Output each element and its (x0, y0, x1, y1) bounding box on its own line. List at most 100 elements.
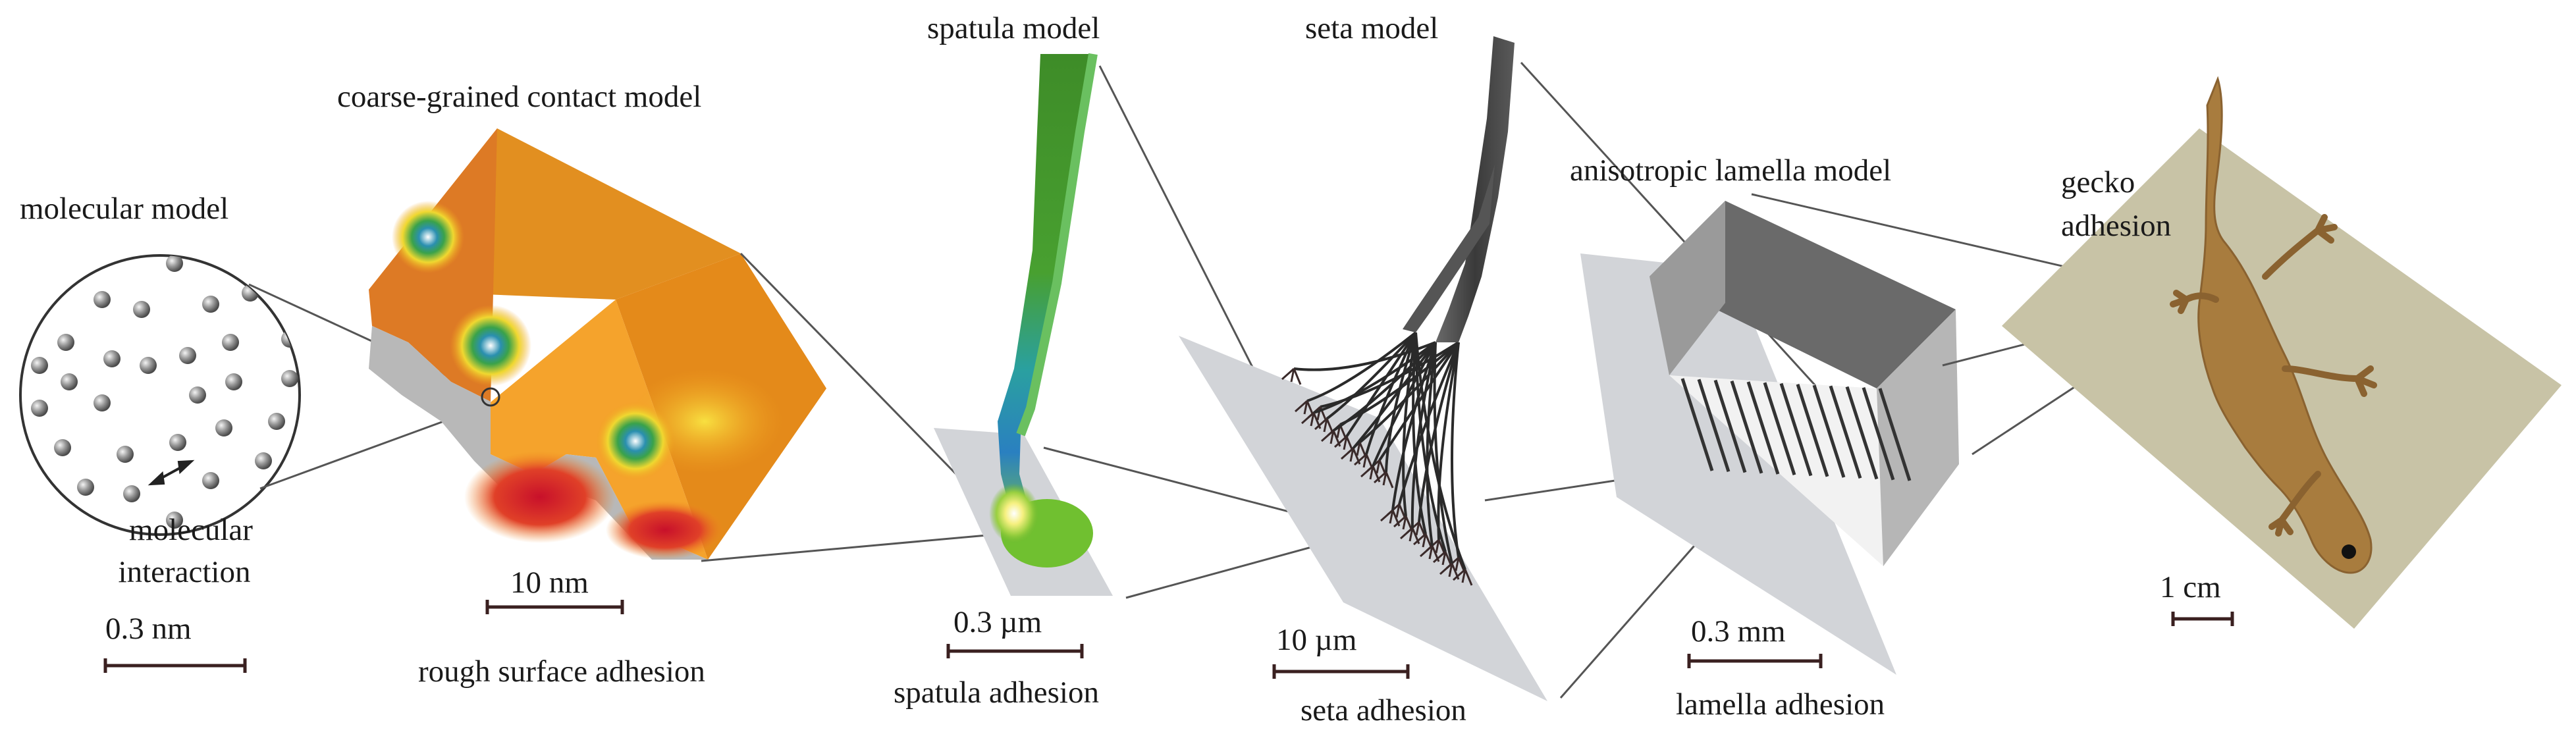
lamella-stripe (1746, 381, 1780, 475)
label-lamella-adhesion: lamella adhesion (1676, 687, 1885, 722)
atom (61, 373, 78, 390)
seta-fibril (1372, 342, 1437, 467)
lamella-stripe (1862, 386, 1895, 481)
lamella-stripe (1680, 378, 1714, 471)
lamella-stripe (1763, 382, 1796, 476)
scale-label-gecko: 1 cm (2160, 570, 2221, 604)
atom (189, 386, 206, 404)
seta-fibril (1433, 342, 1453, 564)
spatula-tip (1413, 533, 1426, 546)
lamella-stripe (1829, 385, 1862, 479)
atom (31, 400, 48, 417)
atom (179, 347, 196, 364)
molecular-circle (19, 254, 301, 536)
spatula-tip (1389, 510, 1394, 524)
label-coarse-grained: coarse-grained contact model (337, 80, 702, 114)
seta-stalk (1436, 36, 1515, 342)
spatula-tip (1334, 435, 1347, 448)
spatula-tip (1290, 368, 1295, 383)
spatula-tip (1349, 448, 1355, 462)
atom (261, 492, 279, 509)
label-seta-model: seta model (1305, 11, 1439, 45)
seta-fibril (1414, 332, 1466, 570)
spatula-tip (1295, 400, 1308, 413)
spatula-tip (1314, 417, 1328, 431)
atom (166, 255, 183, 272)
lamella-stripe (1796, 383, 1829, 477)
lamella-stripes (1680, 378, 1912, 481)
spatula-tip (1461, 569, 1466, 583)
coarse-front-face (487, 300, 708, 560)
atom (225, 373, 242, 390)
seta-fibril (1410, 342, 1437, 529)
label-rough-surface: rough surface adhesion (418, 654, 705, 689)
lamella-stripe (1713, 379, 1747, 473)
gecko-eye (2342, 544, 2356, 559)
label-lamella-model: anisotropic lamella model (1570, 153, 1892, 188)
gecko-panel (2002, 76, 2562, 629)
lamella-stripe (1697, 379, 1731, 473)
seta-plane (1179, 336, 1547, 701)
scalebar-coarse (485, 600, 624, 614)
scale-label-spatula: 0.3 µm (953, 605, 1042, 639)
seta-fibril (1332, 341, 1437, 432)
label-molecular-model: molecular model (20, 192, 229, 226)
spatula-tip (1422, 533, 1427, 548)
spatula-tip (1362, 454, 1368, 468)
atom (140, 357, 157, 374)
spatula-tip (1360, 465, 1374, 478)
seta-fibril (1451, 342, 1460, 558)
scale-label-seta: 10 µm (1276, 623, 1357, 657)
atom (103, 350, 121, 367)
spatula-tip (1374, 471, 1387, 484)
coarse-grained-panel (369, 128, 1002, 562)
atom (202, 296, 219, 313)
atom (281, 370, 298, 387)
spatula-tip (1323, 418, 1328, 433)
spatula-tip (1400, 527, 1413, 540)
spatula-tip (1356, 442, 1361, 456)
atom (31, 357, 48, 374)
seta-stalk-2 (1403, 165, 1495, 332)
lamella-stripe (1730, 380, 1763, 474)
atom (94, 291, 111, 308)
label-molecular-interaction-line2: interaction (118, 555, 251, 589)
lamella-stripe (1845, 386, 1879, 480)
seta-fibril (1414, 332, 1447, 552)
atom (255, 452, 272, 469)
seta-fibril (1365, 332, 1417, 455)
atom (117, 446, 134, 463)
spatula-tip (1455, 557, 1460, 571)
coarse-red-spot (464, 451, 616, 543)
label-gecko-line2: adhesion (2061, 209, 2172, 243)
spatula-tip (1382, 471, 1387, 486)
spatula-tip (1310, 412, 1315, 427)
atom (54, 439, 71, 456)
label-gecko-line1: gecko (2061, 165, 2135, 199)
spatula-tip (1385, 471, 1394, 489)
lamella-top-face (1650, 201, 1956, 388)
spatula-edge (1016, 53, 1098, 436)
label-spatula-model: spatula model (927, 11, 1100, 45)
spatula-tip (1439, 562, 1453, 575)
seta-fibril (1385, 332, 1417, 473)
scale-label-lamella: 0.3 mm (1691, 614, 1786, 648)
lamella-panel (1580, 193, 2203, 675)
spatula-tip (1343, 436, 1348, 450)
seta-fibril (1345, 331, 1417, 438)
label-seta-adhesion: seta adhesion (1301, 693, 1466, 727)
scalebar-molecular (103, 658, 247, 673)
spatula-tip (1369, 465, 1374, 480)
atom (268, 413, 285, 430)
gecko-silhouette (2170, 76, 2377, 574)
spatula-tip (1354, 453, 1367, 466)
spatula-tip (1435, 539, 1440, 554)
contact-hotspot-1 (392, 201, 464, 273)
spatula-tip (1409, 527, 1414, 542)
seta-fibril (1426, 342, 1437, 546)
spatula-tip (1293, 368, 1302, 385)
contact-hotspot-3 (596, 402, 675, 481)
spatula-tip (1420, 544, 1433, 558)
spatula-tip (1301, 411, 1314, 425)
